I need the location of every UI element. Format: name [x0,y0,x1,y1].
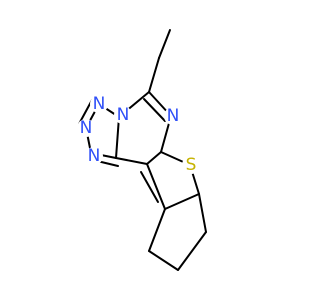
bond-c10-c10c [148,208,166,252]
atom-n3: N [85,146,103,166]
bond-n3-n2-b [78,99,93,125]
bond-ethyl-ch3-ch2 [158,29,171,59]
bond-c8a-c8 [198,193,207,233]
atom-n2: N [77,118,95,138]
bond-ethyl-ch2-c [148,57,160,93]
bond-c10a-c10b [115,157,148,165]
atom-n4: N [114,105,132,125]
atom-n3-label: N [88,146,101,166]
bond-c10b-n4 [115,116,120,159]
atom-s1: S [182,155,200,175]
bond-c10c-c10a-a [146,163,166,210]
molecule-structure: N N N N N S [77,29,207,271]
atom-s1-label: S [186,155,197,175]
atom-n1-label: N [93,94,106,114]
bond-c9-c10 [148,250,179,271]
atom-n1: N [90,94,108,114]
atom-n4-label: N [117,105,130,125]
atom-n2-label: N [80,118,93,138]
atom-labels: N N N N N S [77,94,200,175]
bond-c8-c9 [177,231,207,271]
bond-c5-n6-b [143,98,166,122]
bond-c6a-c10a [146,151,162,165]
atom-n5: N [164,106,182,126]
bond-c10c-c10a-b [140,171,159,203]
atom-n5-label: N [167,106,180,126]
bond-c8a-c10c [164,193,200,210]
